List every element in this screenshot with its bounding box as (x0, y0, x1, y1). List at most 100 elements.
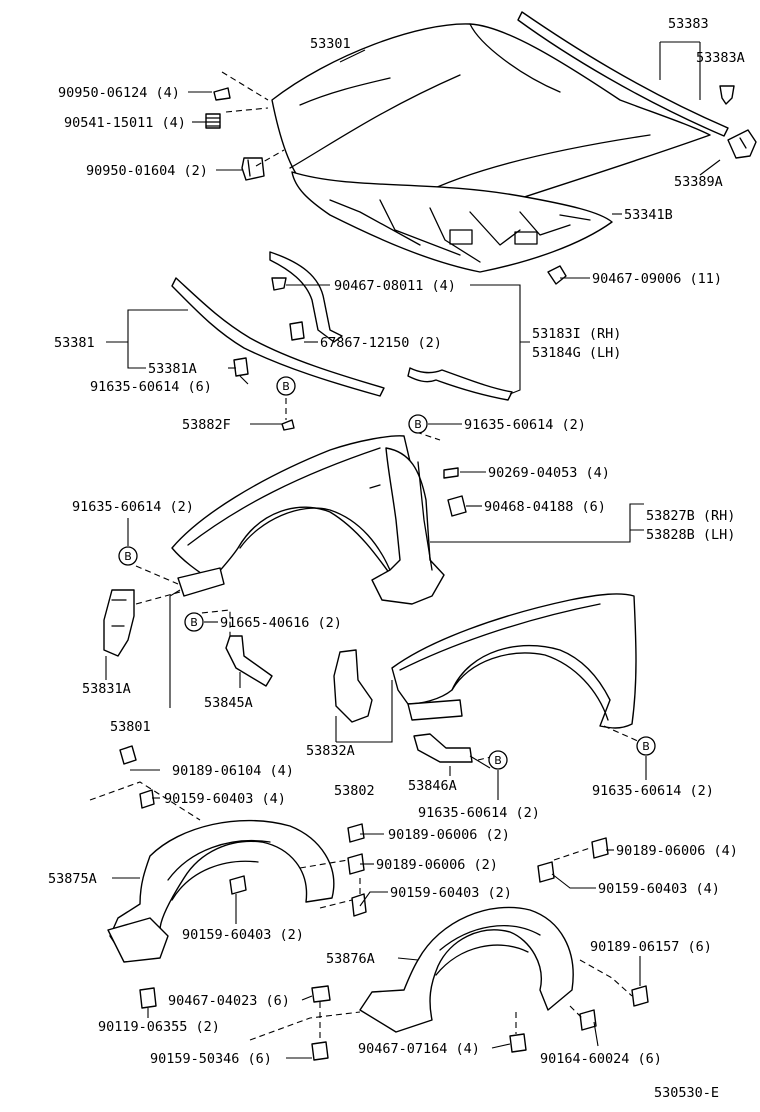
splash-shield-rh (107, 819, 335, 963)
clip-a-icon (271, 277, 287, 291)
label-bracket-d: 53846A (408, 778, 457, 794)
fender-bracket-f-icon (281, 419, 295, 431)
label-splash-lh: 53876A (326, 951, 375, 967)
cushion-a-icon (213, 87, 231, 101)
hood-rubber-rh (269, 251, 343, 343)
bracket-b (225, 635, 273, 687)
label-clip-f: 90119-06355 (2) (98, 1019, 220, 1035)
screw-d-icon (347, 853, 365, 875)
assembly-dashed-lines (89, 71, 641, 1042)
bracket-d (413, 733, 473, 763)
label-fender-rh: 53801 (110, 719, 151, 735)
screw-g-icon (579, 1009, 597, 1031)
label-bracket-f: 53882F (182, 417, 231, 433)
label-screw-b: 90189-06104 (4) (172, 763, 294, 779)
label-hood-seal: 53383 (668, 16, 709, 32)
hood-insulator-frame (291, 171, 613, 273)
callout-b-3: B (118, 546, 138, 566)
svg-text:B: B (124, 550, 132, 563)
label-screw-a: 90269-04053 (4) (488, 465, 610, 481)
label-seal-front-sub: 53381A (148, 361, 197, 377)
label-liner-rh: 53827B (RH) (646, 508, 735, 524)
label-bracket-b: 53845A (204, 695, 253, 711)
clip-b-icon (547, 265, 567, 285)
svg-text:B: B (494, 754, 502, 767)
label-rubber-lh: 53184G (LH) (532, 345, 621, 361)
label-hood-insulator: 53341B (624, 207, 673, 223)
label-bolt-a: 90541-15011 (4) (64, 115, 186, 131)
label-bolt-g: 91635-60614 (2) (592, 783, 714, 799)
label-bracket-a: 53831A (82, 681, 131, 697)
label-bolt-j: 90159-60403 (4) (598, 881, 720, 897)
hood-seal-clip-icon (719, 85, 735, 105)
label-splash-rh: 53875A (48, 871, 97, 887)
callout-b-5: B (488, 750, 508, 770)
label-screw-f: 90189-06157 (6) (590, 939, 712, 955)
bolt-l-icon (311, 1041, 329, 1061)
callout-b-2: B (408, 414, 428, 434)
clip-d-icon (447, 495, 467, 517)
label-cushion-a: 90950-06124 (4) (58, 85, 180, 101)
label-bolt-k: 90159-60403 (2) (182, 927, 304, 943)
bolt-h-icon (139, 789, 155, 809)
label-seal-front: 53381 (54, 335, 95, 351)
part-labels: 53301 53383 53383A 53389A 53341B 90950-0… (48, 16, 745, 1101)
label-bolt-f: 91635-60614 (2) (418, 805, 540, 821)
screw-f-icon (631, 985, 649, 1007)
hood-seal-strip (517, 11, 729, 137)
label-screw-g: 90164-60024 (6) (540, 1051, 662, 1067)
svg-text:B: B (190, 616, 198, 629)
label-screw-c: 90189-06006 (2) (388, 827, 510, 843)
label-bolt-e: 91665-40616 (2) (220, 615, 342, 631)
label-screw-d: 90189-06006 (2) (376, 857, 498, 873)
label-bolt-l: 90159-50346 (6) (150, 1051, 272, 1067)
splash-shield-lh (359, 906, 574, 1033)
screw-e-icon (591, 837, 609, 859)
callout-b-1: B (276, 376, 296, 396)
label-bolt-b: 91635-60614 (6) (90, 379, 212, 395)
label-clip-g: 90467-07164 (4) (358, 1041, 480, 1057)
leader-lines (105, 41, 721, 1059)
hood-rubber-lh (407, 367, 513, 401)
screw-b-icon (119, 745, 137, 765)
bracket-a (103, 589, 135, 657)
label-bolt-i: 90159-60403 (2) (390, 885, 512, 901)
clip-e-icon (311, 985, 331, 1003)
label-bolt-d: 91635-60614 (2) (72, 499, 194, 515)
bolt-a-icon (205, 113, 221, 129)
label-hood-seal-clip: 53383A (696, 50, 745, 66)
fender-rh-panel (171, 435, 431, 597)
label-bolt-c: 91635-60614 (2) (464, 417, 586, 433)
label-clip-c: 67867-12150 (2) (320, 335, 442, 351)
label-liner-lh: 53828B (LH) (646, 527, 735, 543)
figure-code: 530530-E (654, 1085, 719, 1101)
svg-text:B: B (642, 740, 650, 753)
label-screw-e: 90189-06006 (4) (616, 843, 738, 859)
front-seal-clip-icon (233, 357, 249, 377)
label-clip-e: 90467-04023 (6) (168, 993, 290, 1009)
screw-a-icon (443, 467, 459, 479)
label-cushion-b: 90950-01604 (2) (86, 163, 208, 179)
fender-lh-panel (391, 593, 637, 729)
svg-text:B: B (282, 380, 290, 393)
label-bolt-h: 90159-60403 (4) (164, 791, 286, 807)
label-clip-d: 90468-04188 (6) (484, 499, 606, 515)
hood-rubber-clip-icon (289, 321, 305, 341)
front-seal-strip (171, 277, 385, 397)
label-clip-b: 90467-09006 (11) (592, 271, 722, 287)
fender-liner (371, 447, 445, 605)
label-fender-lh: 53802 (334, 783, 375, 799)
label-bracket-c: 53832A (306, 743, 355, 759)
cushion-b-icon (241, 157, 265, 181)
bolt-i-icon (351, 893, 367, 917)
screw-c-icon (347, 823, 365, 843)
label-hood: 53301 (310, 36, 351, 52)
hood-lock-bracket-icon (727, 129, 757, 159)
label-rubber-rh: 53183I (RH) (532, 326, 621, 342)
clip-f-icon (139, 987, 157, 1009)
svg-text:B: B (414, 418, 422, 431)
bracket-c (333, 649, 373, 723)
clip-g-icon (509, 1033, 527, 1053)
bolt-j-icon (537, 861, 555, 883)
